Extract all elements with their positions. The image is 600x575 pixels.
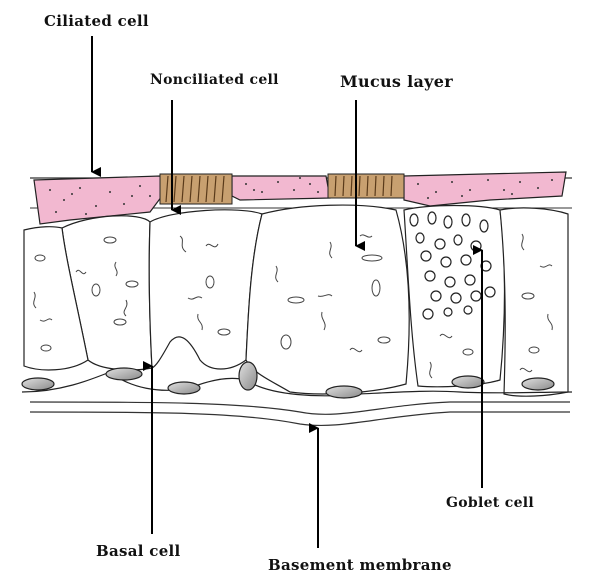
cell-outline <box>500 208 568 396</box>
basement-membrane-label: Basement membrane <box>268 556 452 574</box>
basement-membrane <box>30 402 570 425</box>
cell-outline <box>149 210 262 369</box>
basal-cell-label: Basal cell <box>96 542 181 560</box>
cell-outline <box>246 205 409 394</box>
nucleus <box>106 368 142 380</box>
nucleus <box>239 362 257 390</box>
ciliated-cell-label: Ciliated cell <box>44 12 149 30</box>
nucleus <box>168 382 200 394</box>
goblet-cell-label: Goblet cell <box>446 495 534 511</box>
mucus-layer-label: Mucus layer <box>340 72 453 91</box>
nucleus <box>22 378 54 390</box>
nucleus <box>522 378 554 390</box>
epithelial-cells <box>24 205 568 396</box>
nonciliated-cell-label: Nonciliated cell <box>150 72 279 88</box>
nucleus <box>452 376 484 388</box>
nucleus <box>326 386 362 398</box>
